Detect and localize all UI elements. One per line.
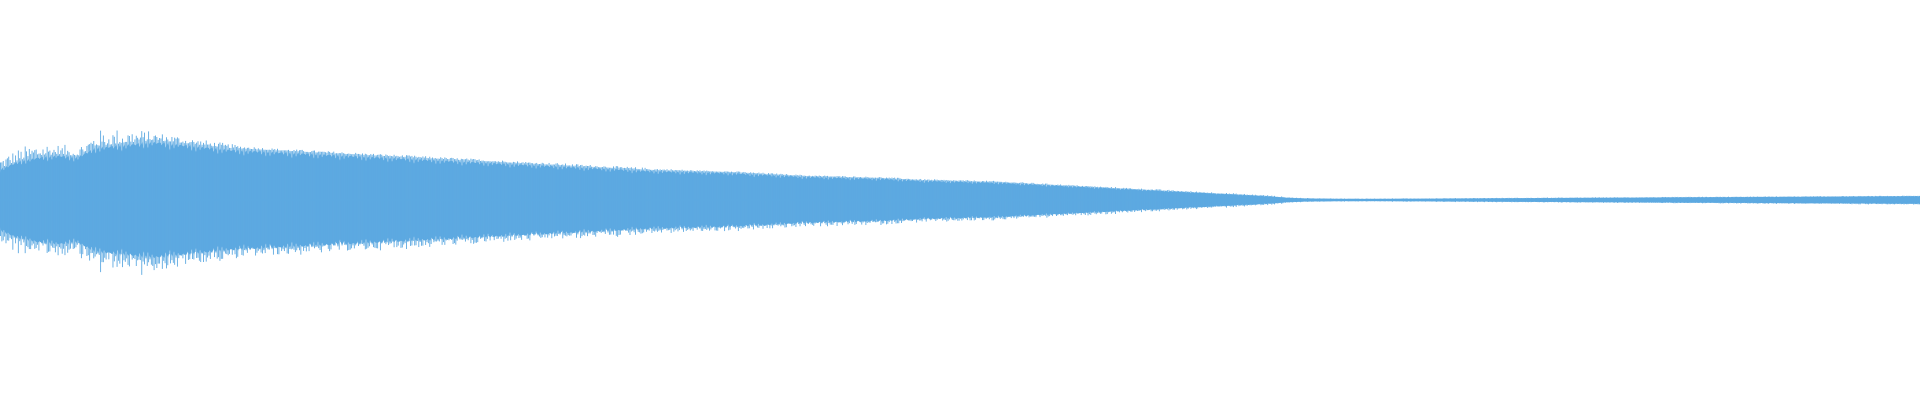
waveform-group	[0, 130, 1920, 275]
